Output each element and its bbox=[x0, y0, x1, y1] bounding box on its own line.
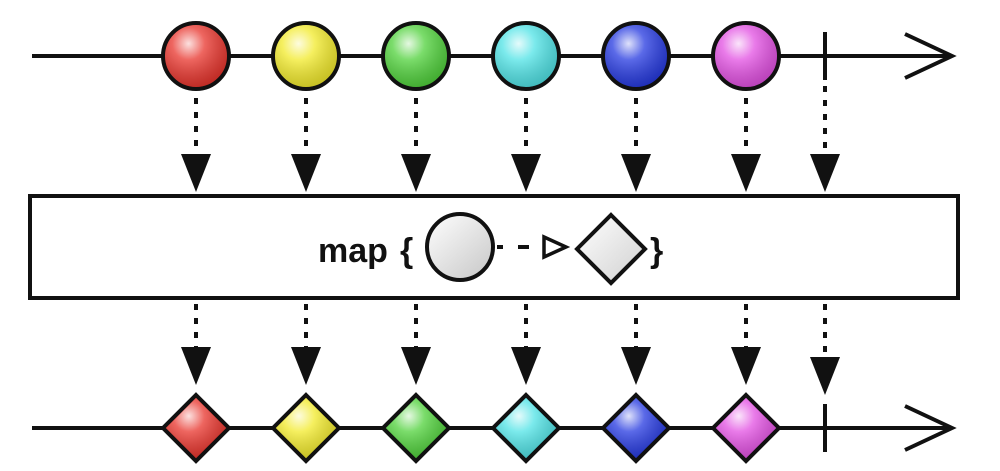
arrow-in-completion-head bbox=[810, 154, 840, 192]
arrow-in-completion bbox=[810, 86, 840, 192]
marble-red bbox=[161, 21, 231, 91]
arrow-out-yellow-head bbox=[291, 347, 321, 385]
transform-arrowhead-icon bbox=[542, 234, 571, 260]
diamond-magenta bbox=[710, 392, 782, 464]
operator-to-output-arrows bbox=[181, 304, 840, 395]
arrow-out-green-head bbox=[401, 347, 431, 385]
marble-blue bbox=[601, 21, 671, 91]
diamond-green-highlight bbox=[386, 398, 446, 458]
arrow-out-blue bbox=[621, 304, 651, 385]
output-timeline-arrowhead bbox=[904, 404, 957, 452]
diamond-cyan-highlight bbox=[496, 398, 556, 458]
diamond-yellow bbox=[270, 392, 342, 464]
arrow-out-cyan bbox=[511, 304, 541, 385]
arrow-in-yellow bbox=[291, 98, 321, 192]
arrow-out-magenta-head bbox=[731, 347, 761, 385]
diamond-green bbox=[380, 392, 452, 464]
marble-cyan-highlight bbox=[495, 25, 557, 87]
arrow-out-red-head bbox=[181, 347, 211, 385]
input-circle-icon bbox=[425, 212, 495, 282]
arrow-in-cyan-head bbox=[511, 154, 541, 192]
input-to-operator-arrows bbox=[181, 86, 840, 192]
arrow-in-red-head bbox=[181, 154, 211, 192]
arrow-out-yellow bbox=[291, 304, 321, 385]
arrow-in-green bbox=[401, 98, 431, 192]
arrow-in-blue bbox=[621, 98, 651, 192]
operator-box: map { } bbox=[28, 194, 960, 300]
output-marbles bbox=[160, 392, 782, 464]
marble-magenta-highlight bbox=[715, 25, 777, 87]
marble-blue-highlight bbox=[605, 25, 667, 87]
marble-yellow bbox=[271, 21, 341, 91]
arrow-out-blue-head bbox=[621, 347, 651, 385]
arrow-out-completion-head bbox=[810, 357, 840, 395]
marble-yellow-highlight bbox=[275, 25, 337, 87]
diamond-red-highlight bbox=[166, 398, 226, 458]
marble-green-highlight bbox=[385, 25, 447, 87]
diamond-blue-highlight bbox=[606, 398, 666, 458]
arrow-in-magenta bbox=[731, 98, 761, 192]
marble-magenta bbox=[711, 21, 781, 91]
diamond-yellow-highlight bbox=[276, 398, 336, 458]
marble-red-highlight bbox=[165, 25, 227, 87]
input-marbles bbox=[161, 21, 781, 91]
output-timeline bbox=[32, 392, 957, 464]
arrow-in-red bbox=[181, 98, 211, 192]
marble-cyan bbox=[491, 21, 561, 91]
diamond-red bbox=[160, 392, 232, 464]
arrow-in-magenta-head bbox=[731, 154, 761, 192]
diamond-cyan bbox=[490, 392, 562, 464]
input-timeline-arrowhead bbox=[904, 32, 957, 80]
arrow-out-completion bbox=[810, 304, 840, 395]
arrow-in-cyan bbox=[511, 98, 541, 192]
diamond-blue bbox=[600, 392, 672, 464]
output-diamond-icon bbox=[574, 212, 648, 286]
arrow-out-red bbox=[181, 304, 211, 385]
arrow-out-magenta bbox=[731, 304, 761, 385]
marble-green bbox=[381, 21, 451, 91]
operator-name: map bbox=[318, 232, 388, 270]
arrow-in-blue-head bbox=[621, 154, 651, 192]
arrow-in-green-head bbox=[401, 154, 431, 192]
diamond-magenta-highlight bbox=[716, 398, 776, 458]
arrow-out-cyan-head bbox=[511, 347, 541, 385]
arrow-out-green bbox=[401, 304, 431, 385]
input-timeline bbox=[32, 21, 957, 91]
operator-open-brace: { bbox=[400, 232, 413, 270]
arrow-in-yellow-head bbox=[291, 154, 321, 192]
operator-close-brace: } bbox=[650, 232, 663, 270]
